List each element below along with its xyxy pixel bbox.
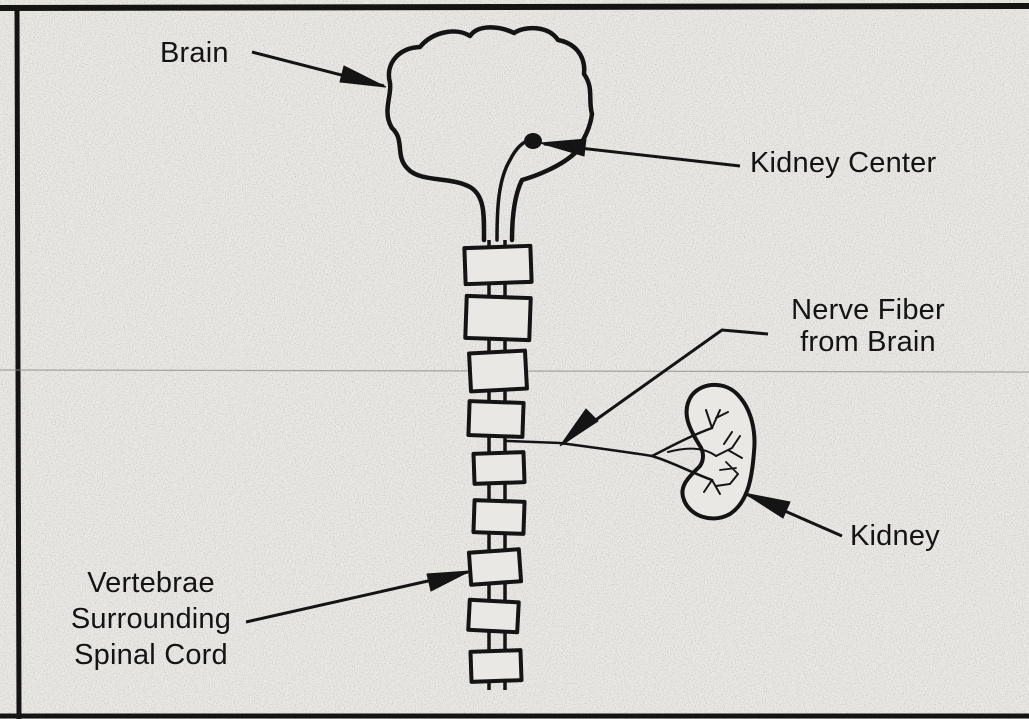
vertebra [468, 600, 519, 633]
vertebra [470, 650, 521, 682]
label-vertebrae: Vertebrae Surrounding Spinal Cord [46, 565, 256, 673]
vertebra [468, 401, 523, 437]
label-nerve-fiber: Nerve Fiber from Brain [768, 294, 968, 358]
vertebra [473, 452, 524, 484]
label-nerve-fiber-line2: from Brain [768, 326, 968, 358]
vertebra [469, 549, 521, 584]
vertebra [473, 500, 524, 534]
vertebra [469, 351, 527, 392]
kidney-center-dot [524, 133, 542, 149]
vertebra [465, 296, 530, 340]
label-nerve-fiber-line1: Nerve Fiber [768, 294, 968, 326]
label-vertebrae-line3: Spinal Cord [46, 637, 256, 673]
label-brain: Brain [160, 37, 229, 69]
label-kidney-center: Kidney Center [750, 147, 936, 179]
label-kidney: Kidney [850, 520, 940, 552]
vertebra [464, 246, 531, 284]
label-vertebrae-line1: Vertebrae [46, 565, 256, 601]
label-vertebrae-line2: Surrounding [46, 601, 256, 637]
